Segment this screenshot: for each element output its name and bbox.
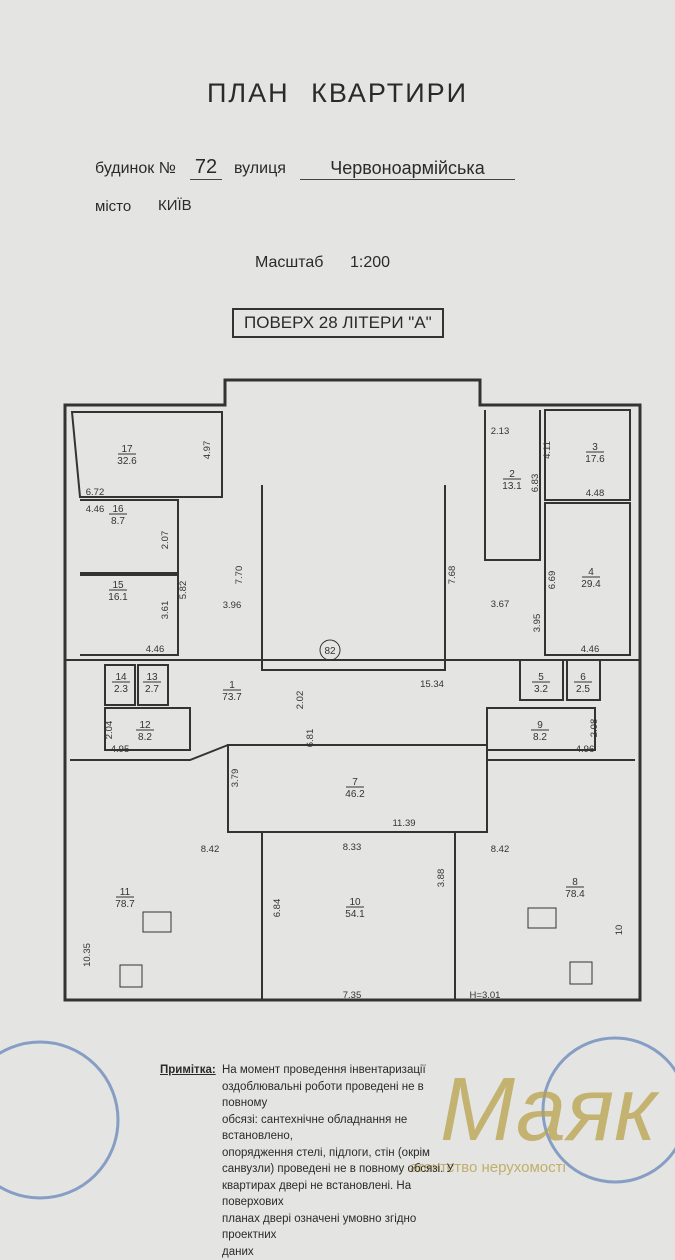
- dimension-label: 6.84: [272, 899, 283, 918]
- dimension-label: 5.82: [178, 581, 189, 600]
- room-number: 7: [352, 777, 358, 788]
- room-number: 1: [229, 680, 235, 691]
- room-number: 14: [115, 672, 127, 683]
- room-number: 10: [349, 897, 361, 908]
- dimension-label: 2.04: [104, 721, 115, 740]
- dimension-label: 6.72: [86, 487, 105, 498]
- dimension-label: 4.46: [146, 644, 165, 655]
- dimension-label: H=3.01: [470, 990, 501, 1001]
- dimension-label: 15.34: [420, 679, 444, 690]
- room-area: 54.1: [345, 909, 365, 920]
- room-area: 8.7: [111, 516, 125, 527]
- dimension-label: 4.97: [202, 441, 213, 460]
- room-number: 4: [588, 567, 594, 578]
- fixture: [528, 908, 556, 928]
- room-area: 17.6: [585, 454, 605, 465]
- dimension-label: 4.96: [576, 744, 595, 755]
- dimension-label: 4.11: [542, 441, 553, 459]
- note-line: обсязі: сантехнічне обладнання не встано…: [222, 1112, 472, 1145]
- room-number: 8: [572, 877, 578, 888]
- dimension-label: 11.39: [392, 818, 415, 829]
- dimension-label: 8.42: [201, 844, 220, 855]
- dimension-label: 3.79: [230, 769, 241, 788]
- core-label: 82: [324, 646, 336, 657]
- dimension-label: 3.88: [436, 869, 447, 888]
- dimension-label: 4.48: [586, 488, 605, 499]
- note-line: оздоблювальні роботи проведені не в повн…: [222, 1079, 472, 1112]
- room-number: 13: [146, 672, 158, 683]
- room-area: 46.2: [345, 789, 365, 800]
- floor-plan: 173.7213.1317.6429.453.262.5746.2878.498…: [0, 0, 675, 1200]
- dimension-label: 4.95: [111, 744, 130, 755]
- fixture: [143, 912, 171, 932]
- dimension-label: 2.07: [160, 531, 171, 550]
- room-number: 11: [120, 887, 131, 898]
- dimension-label: 3.61: [160, 601, 171, 620]
- room-number: 17: [121, 444, 133, 455]
- dimension-label: 8.42: [491, 844, 510, 855]
- room-number: 5: [538, 672, 544, 683]
- room-number: 2: [509, 469, 515, 480]
- room-number: 3: [592, 442, 598, 453]
- fixture: [120, 965, 142, 987]
- note-line: планах двері означені умовно згідно прое…: [222, 1211, 472, 1244]
- note-line: даних: [222, 1244, 472, 1260]
- room-area: 8.2: [533, 732, 547, 743]
- note-line: квартирах двері не встановлені. На повер…: [222, 1178, 472, 1211]
- dimension-label: 7.68: [447, 566, 458, 585]
- dimension-label: 3.67: [491, 599, 510, 610]
- room-area: 78.7: [115, 899, 135, 910]
- room-number: 6: [580, 672, 586, 683]
- dimension-label: 4.46: [581, 644, 600, 655]
- dimension-label: 6.81: [305, 729, 316, 748]
- dimension-label: 10.35: [82, 943, 93, 967]
- room-area: 3.2: [534, 684, 548, 695]
- dimension-label: 6.69: [547, 571, 558, 590]
- dimension-label: 7.70: [234, 566, 245, 585]
- room-area: 2.7: [145, 684, 159, 695]
- room-number: 12: [139, 720, 151, 731]
- dimension-label: 6.83: [530, 474, 541, 493]
- room-number: 16: [112, 504, 124, 515]
- room-area: 32.6: [117, 456, 137, 467]
- dimension-label: 7.35: [343, 990, 362, 1001]
- dimension-label: 2.13: [491, 426, 510, 437]
- room-area: 29.4: [581, 579, 601, 590]
- room-area: 73.7: [222, 692, 242, 703]
- room-number: 9: [537, 720, 543, 731]
- dimension-label: 4.46: [86, 504, 105, 515]
- room-area: 78.4: [565, 889, 585, 900]
- dimension-label: 2.08: [589, 719, 600, 738]
- room-area: 2.3: [114, 684, 128, 695]
- room-area: 13.1: [502, 481, 522, 492]
- room-area: 8.2: [138, 732, 152, 743]
- stamp-left: [0, 1042, 118, 1198]
- dimension-label: 2.02: [295, 691, 306, 710]
- dimension-label: 3.95: [532, 614, 543, 633]
- room-area: 16.1: [108, 592, 128, 603]
- room-number: 15: [112, 580, 124, 591]
- room-area: 2.5: [576, 684, 590, 695]
- fixture: [570, 962, 592, 984]
- dimension-label: 3.96: [223, 600, 242, 611]
- dimension-label: 8.33: [343, 842, 362, 853]
- watermark-logo: Маяк: [440, 1060, 660, 1160]
- note-line: На момент проведення інвентаризації: [222, 1062, 472, 1079]
- note-heading: Примітка:: [160, 1062, 216, 1079]
- note-line: опорядження стелі, підлоги, стін (окрім: [222, 1145, 472, 1162]
- note-line: санвузли) проведені не в повному обсязі.…: [222, 1161, 472, 1178]
- dimension-label: 10: [614, 925, 625, 936]
